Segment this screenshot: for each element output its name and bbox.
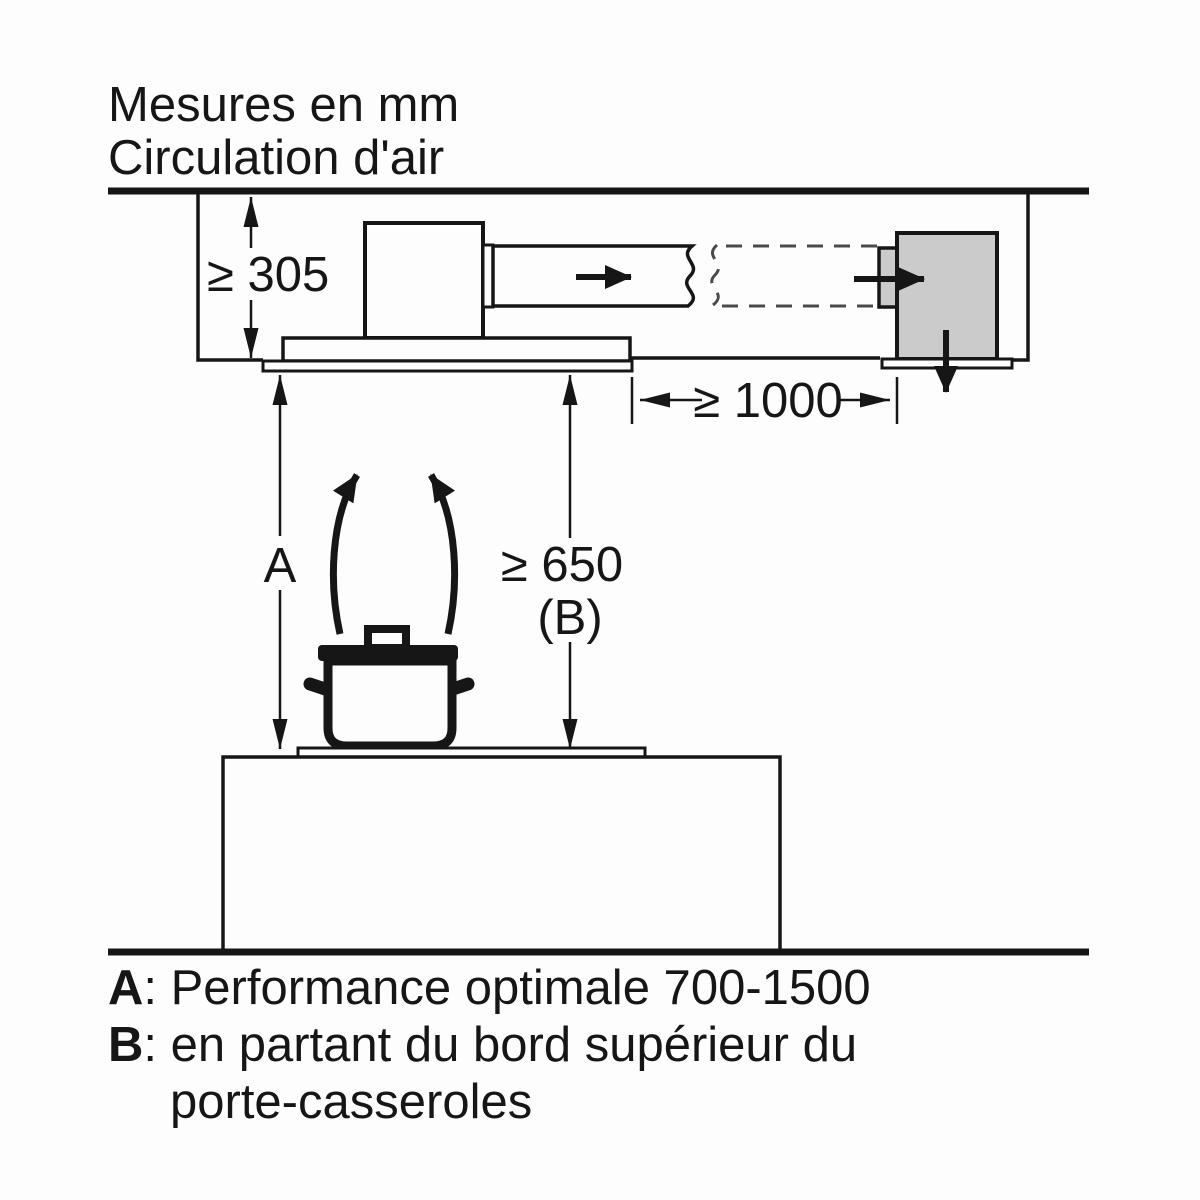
dim-A-label: A	[264, 539, 297, 593]
legend-a-term: A	[108, 961, 143, 1015]
hood-ceiling-panel	[261, 359, 634, 373]
title-line-1: Mesures en mm	[108, 78, 459, 132]
dim-1000-label: ≥ 1000	[693, 374, 843, 428]
dim-650-ref-label: (B)	[537, 591, 602, 645]
legend-b-term: B	[108, 1018, 143, 1072]
dim-650-label-bg	[490, 538, 634, 642]
dim-A-label-bg	[254, 536, 306, 590]
counter	[221, 755, 782, 954]
steam-arrow-left-icon	[329, 473, 360, 635]
hood-body	[281, 336, 632, 363]
dim-305-label: ≥ 305	[207, 248, 329, 302]
cooking-pot-icon	[303, 625, 475, 751]
duct-break-dashed	[710, 243, 720, 307]
cavity-left-wall	[196, 191, 263, 362]
dim-305-label-bg	[201, 248, 341, 300]
title-line-2: Circulation d'air	[108, 131, 444, 185]
legend-line-b: B: en partant du bord supérieur du	[108, 1018, 857, 1072]
steam-arrow-right-icon	[428, 473, 459, 635]
dim-650-label: ≥ 650	[501, 538, 623, 592]
cavity-right-wall	[1012, 191, 1030, 362]
legend-b-desc: : en partant du bord supérieur du	[143, 1018, 857, 1072]
hood-motor-box	[363, 221, 485, 340]
pot-body	[323, 656, 457, 751]
legend-line-b-cont: porte-casseroles	[170, 1075, 532, 1129]
legend-a-desc: : Performance optimale 700-1500	[143, 961, 870, 1015]
legend-line-a: A: Performance optimale 700-1500	[108, 961, 871, 1015]
